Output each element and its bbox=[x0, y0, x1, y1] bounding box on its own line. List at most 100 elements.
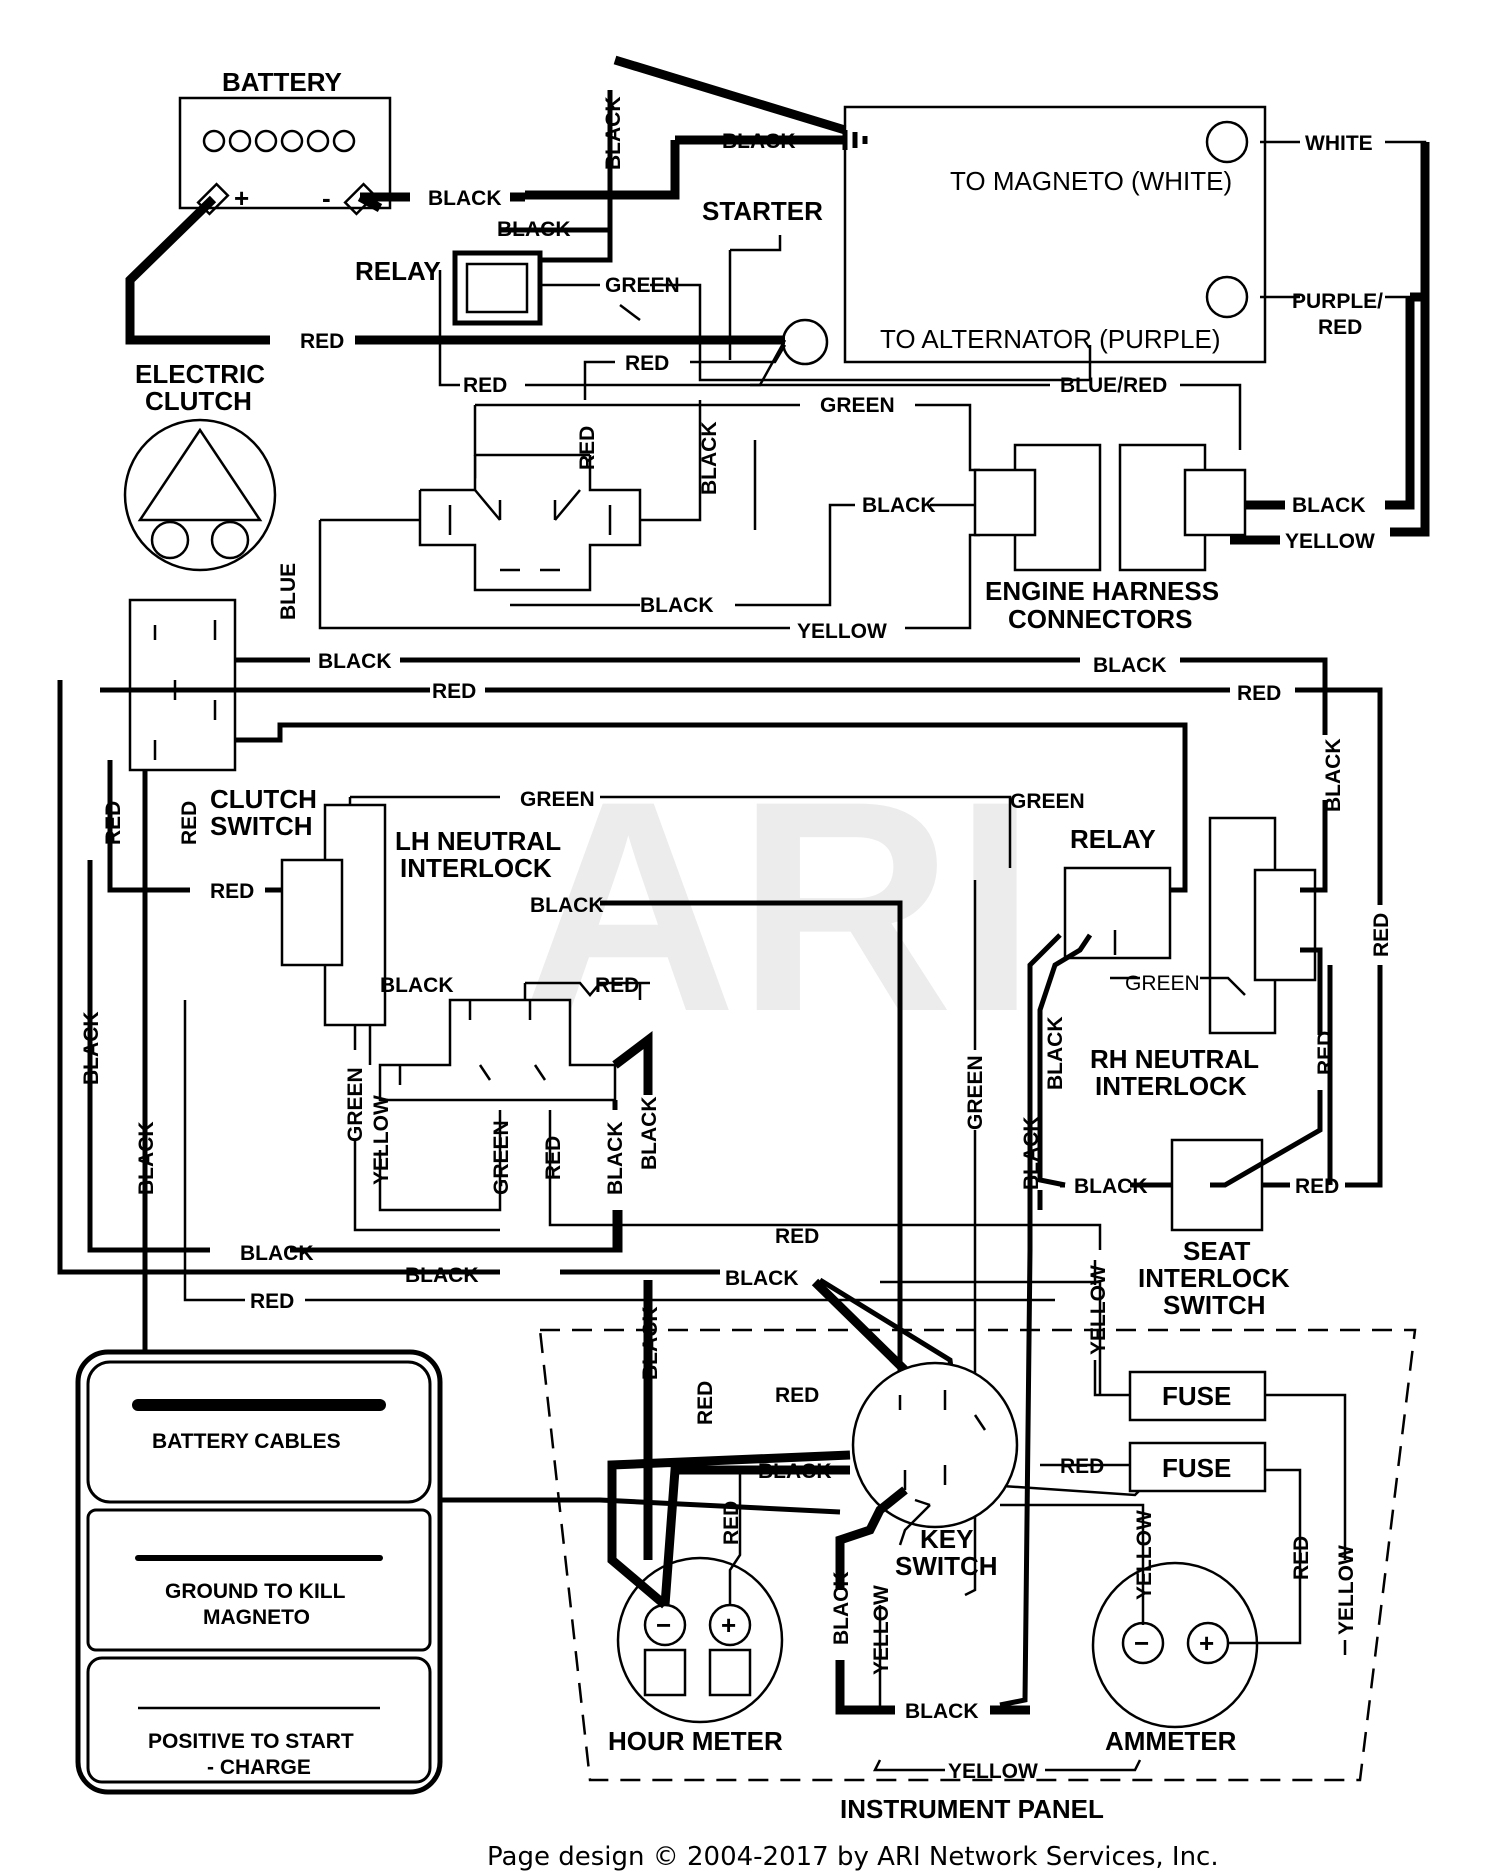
wl-purple-red-1: PURPLE/ bbox=[1292, 290, 1383, 313]
wl-red-vert-1: RED bbox=[102, 801, 125, 845]
wl-black-long-r: BLACK bbox=[1093, 654, 1167, 677]
wl-yellow-v-fuse: YELLOW bbox=[1087, 1265, 1110, 1355]
fuse-1-label: FUSE bbox=[1162, 1381, 1231, 1411]
ammeter-plus: + bbox=[1199, 1628, 1214, 1658]
electric-clutch: ELECTRIC CLUTCH bbox=[123, 359, 277, 572]
wl-red-vert-2: RED bbox=[178, 801, 201, 845]
seat-label-2: INTERLOCK bbox=[1138, 1263, 1290, 1293]
legend-positive-1: POSITIVE TO START bbox=[148, 1730, 354, 1753]
wl-black-v4: BLACK bbox=[638, 1097, 661, 1171]
wl-red-rh: RED bbox=[1314, 1031, 1337, 1075]
lh-neutral-interlock: LH NEUTRAL INTERLOCK bbox=[280, 803, 561, 1027]
relay-top-label: RELAY bbox=[355, 256, 441, 286]
mid-wires bbox=[57, 657, 1383, 1708]
wl-black-bottom-3: BLACK bbox=[725, 1267, 799, 1290]
wl-yellow-amm: YELLOW bbox=[1133, 1510, 1156, 1600]
wl-red-bottom: RED bbox=[775, 1225, 819, 1248]
wl-black-key-b: BLACK bbox=[905, 1700, 979, 1723]
wl-red-battery: RED bbox=[300, 330, 344, 353]
seat-interlock-switch: SEAT INTERLOCK SWITCH bbox=[1138, 1138, 1290, 1320]
clutch-switch-label-1: CLUTCH bbox=[210, 784, 317, 814]
wl-black-relay: BLACK bbox=[497, 218, 571, 241]
hour-meter-plus: + bbox=[721, 1610, 736, 1640]
battery-plus: + bbox=[234, 183, 249, 213]
watermark: ARI bbox=[520, 738, 1037, 1074]
wl-red-long-l: RED bbox=[432, 680, 476, 703]
engine-box: TO MAGNETO (WHITE) TO ALTERNATOR (PURPLE… bbox=[702, 105, 1267, 366]
wl-green-relay-mid: GREEN bbox=[1125, 972, 1200, 995]
relay-mid: RELAY bbox=[1063, 824, 1172, 960]
top-interlock-switch bbox=[418, 453, 642, 592]
wl-green-rh: GREEN bbox=[1010, 790, 1085, 813]
instrument-panel: INSTRUMENT PANEL bbox=[538, 1328, 1417, 1824]
key-switch-label-2: SWITCH bbox=[895, 1551, 998, 1581]
electric-clutch-label-2: CLUTCH bbox=[145, 386, 252, 416]
battery-minus: - bbox=[322, 183, 331, 213]
relay-top: RELAY bbox=[355, 250, 543, 326]
legend-positive-2: - CHARGE bbox=[207, 1756, 311, 1779]
wl-yellow-bottom: YELLOW bbox=[948, 1760, 1038, 1783]
ammeter-label: AMMETER bbox=[1105, 1726, 1237, 1756]
wl-blue-red: BLUE/RED bbox=[1060, 374, 1167, 397]
key-lower-wires bbox=[835, 1486, 1142, 1772]
wl-black-bottom-2: BLACK bbox=[405, 1264, 479, 1287]
wl-purple-red-2: RED bbox=[1318, 316, 1362, 339]
legend-ground-1: GROUND TO KILL bbox=[165, 1580, 346, 1603]
clutch-switch-label-2: SWITCH bbox=[210, 811, 313, 841]
wl-yellow-amm-r: YELLOW bbox=[1335, 1545, 1358, 1635]
seat-label-1: SEAT bbox=[1183, 1236, 1251, 1266]
wl-black-vert-switch: BLACK bbox=[698, 422, 721, 496]
hour-meter: − + HOUR METER bbox=[607, 1450, 851, 1756]
rh-neutral-interlock: RH NEUTRAL INTERLOCK bbox=[1090, 816, 1317, 1101]
fuse-2-label: FUSE bbox=[1162, 1453, 1231, 1483]
starter-label: STARTER bbox=[702, 196, 823, 226]
rh-neutral-label-2: INTERLOCK bbox=[1095, 1071, 1247, 1101]
ammeter: − + AMMETER bbox=[1000, 1393, 1347, 1756]
key-switch-label-1: KEY bbox=[920, 1524, 973, 1554]
wl-red-vert-right: RED bbox=[1370, 913, 1393, 957]
wl-red-v-panel: RED bbox=[694, 1381, 717, 1425]
to-magneto-label: TO MAGNETO (WHITE) bbox=[950, 166, 1232, 196]
wl-black-key: BLACK bbox=[758, 1460, 832, 1483]
wl-black-v-mid: BLACK bbox=[1020, 1117, 1043, 1191]
wl-black-long-l: BLACK bbox=[318, 650, 392, 673]
wl-black-vert-right: BLACK bbox=[1322, 739, 1345, 813]
wl-black-left-v1: BLACK bbox=[80, 1012, 103, 1086]
wl-red-bottom-l: RED bbox=[250, 1290, 294, 1313]
wl-blue-vert: BLUE bbox=[277, 563, 300, 620]
wl-black-vert-top: BLACK bbox=[602, 97, 625, 171]
hour-meter-minus: − bbox=[656, 1610, 671, 1640]
hour-meter-label: HOUR METER bbox=[608, 1726, 783, 1756]
wire-labels: WHITE PURPLE/ RED BLACK BLACK BLACK BLAC… bbox=[80, 97, 1393, 1784]
wl-green-lh: GREEN bbox=[520, 788, 595, 811]
wl-green-harness: GREEN bbox=[820, 394, 895, 417]
wl-black-rh: BLACK bbox=[1044, 1017, 1067, 1091]
middle-switch bbox=[378, 998, 617, 1102]
wl-black-batt: BLACK bbox=[428, 187, 502, 210]
electric-clutch-label-1: ELECTRIC bbox=[135, 359, 265, 389]
wl-black-v-panel: BLACK bbox=[639, 1307, 662, 1381]
legend-ground-2: MAGNETO bbox=[203, 1606, 310, 1629]
wl-red-amm: RED bbox=[1290, 1536, 1313, 1580]
wl-red-long-r: RED bbox=[1237, 682, 1281, 705]
wl-red-vert-switch: RED bbox=[576, 426, 599, 470]
engine-harness-label-2: CONNECTORS bbox=[1008, 604, 1192, 634]
wl-yellow-lower: YELLOW bbox=[797, 620, 887, 643]
key-switch: KEY SWITCH bbox=[851, 1361, 1019, 1581]
wl-black-v3: BLACK bbox=[604, 1122, 627, 1196]
wl-white: WHITE bbox=[1305, 132, 1373, 155]
wl-black-left-v2: BLACK bbox=[135, 1122, 158, 1196]
wl-red-hm: RED bbox=[720, 1501, 743, 1545]
wl-red-lh: RED bbox=[210, 880, 254, 903]
legend-battery-cables: BATTERY CABLES bbox=[152, 1430, 341, 1453]
lh-neutral-label-2: INTERLOCK bbox=[400, 853, 552, 883]
wl-red-starter: RED bbox=[625, 352, 669, 375]
wl-red-lh2: RED bbox=[595, 974, 639, 997]
wl-red-v2: RED bbox=[542, 1136, 565, 1180]
wl-yellow-harness-r: YELLOW bbox=[1285, 530, 1375, 553]
seat-label-3: SWITCH bbox=[1163, 1290, 1266, 1320]
wl-green-relay: GREEN bbox=[605, 274, 680, 297]
wl-red-key: RED bbox=[775, 1384, 819, 1407]
wl-yellow-key-v: YELLOW bbox=[870, 1585, 893, 1675]
